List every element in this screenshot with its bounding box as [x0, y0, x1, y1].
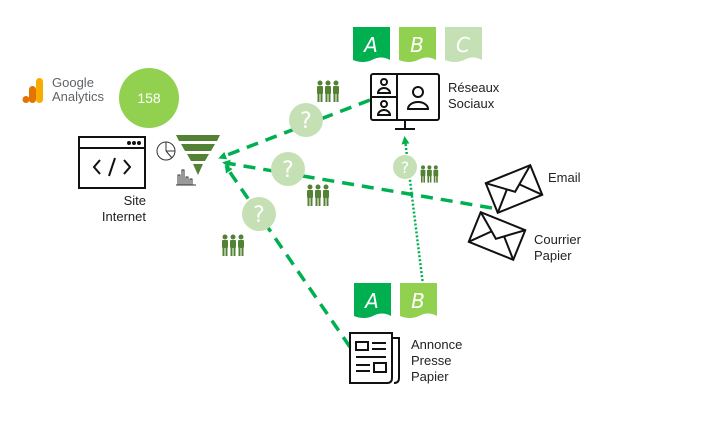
- people-group-icon: [317, 80, 339, 102]
- label-line: Réseaux: [448, 80, 500, 95]
- label-line: Site: [123, 193, 146, 208]
- pie-chart-icon: [156, 141, 176, 161]
- svg-text:?: ?: [282, 158, 294, 183]
- press-variant-tag-a: A: [354, 283, 391, 318]
- newspaper-icon: [349, 332, 400, 384]
- label-line: Courrier: [534, 232, 581, 247]
- variant-tag-b: B: [399, 27, 436, 62]
- label-line: Papier: [411, 369, 449, 384]
- email-envelope-icon: [484, 163, 544, 215]
- svg-text:?: ?: [300, 109, 312, 134]
- google-analytics-brand: Google Analytics: [52, 76, 104, 104]
- label-line: Internet: [101, 209, 146, 224]
- funnel-icon: [176, 135, 220, 175]
- brand-line-1: Google: [52, 75, 94, 90]
- brand-line-2: Analytics: [52, 89, 105, 104]
- question-email: ?: [271, 152, 305, 186]
- label-line: Annonce: [411, 337, 463, 352]
- press-variant-tag-b: B: [400, 283, 437, 318]
- email-label: Email: [548, 170, 581, 186]
- people-group-icon: [222, 234, 244, 256]
- video-call-monitor-icon: [370, 73, 440, 130]
- google-analytics-logo-icon: [22, 78, 43, 103]
- label-line: Email: [548, 170, 581, 185]
- press-label: Annonce Presse Papier: [411, 337, 462, 385]
- svg-text:A: A: [362, 33, 378, 57]
- question-press: ?: [242, 197, 276, 231]
- arrow-social-to-website: [218, 98, 371, 160]
- mail-envelope-icon: [467, 210, 527, 262]
- social-label: Réseaux Sociaux: [448, 80, 499, 112]
- arrow-email-to-website: [222, 159, 493, 210]
- people-group-icon: [420, 165, 439, 183]
- question-press-social: ?: [393, 155, 417, 179]
- website-icon: [78, 136, 146, 189]
- mail-label: Courrier Papier: [534, 232, 581, 264]
- svg-text:B: B: [410, 33, 424, 57]
- people-group-icon: [307, 184, 329, 206]
- bar-chart-icon: [176, 169, 196, 186]
- label-line: Presse: [411, 353, 452, 368]
- question-social: ?: [289, 103, 323, 137]
- svg-text:C: C: [456, 33, 470, 57]
- visitor-count-badge: 158: [119, 68, 179, 128]
- svg-text:?: ?: [401, 158, 410, 177]
- website-label: Site Internet: [90, 193, 146, 225]
- variant-tag-a: A: [353, 27, 390, 62]
- label-line: Sociaux: [448, 96, 495, 111]
- label-line: Papier: [534, 248, 572, 263]
- visitor-count: 158: [137, 90, 161, 106]
- svg-text:A: A: [363, 289, 379, 313]
- arrow-press-to-website: [224, 164, 352, 348]
- svg-text:?: ?: [253, 203, 265, 228]
- svg-text:B: B: [411, 289, 425, 313]
- variant-tag-c: C: [445, 27, 482, 62]
